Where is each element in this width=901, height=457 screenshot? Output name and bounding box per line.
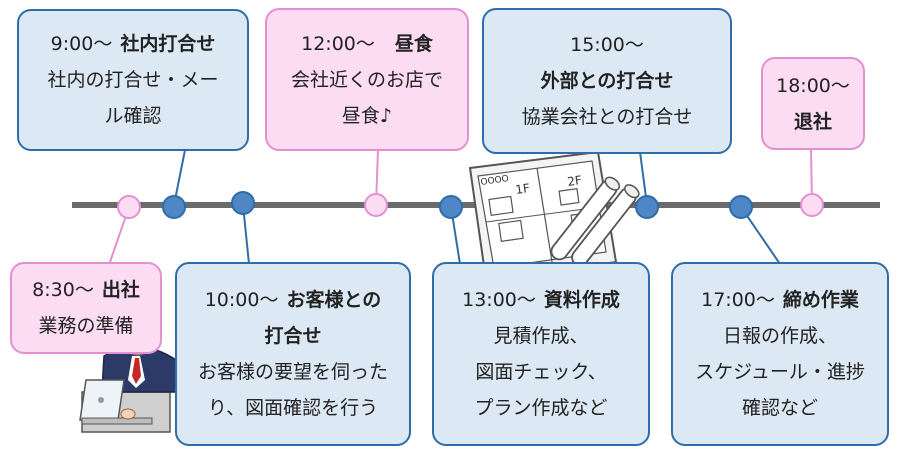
schedule-card-1200: 12:00～ 昼食 会社近くのお店で 昼食♪ [265, 8, 469, 151]
card-heading: 17:00～ 締め作業 [701, 288, 859, 312]
card-line: プラン作成など [474, 397, 608, 419]
schedule-card-1000: 10:00～ お客様との 打合せ お客様の要望を伺った り、図面確認を行う [175, 262, 411, 446]
dot-1300 [439, 195, 463, 219]
card-line: 確認など [741, 397, 818, 419]
first-floor-label: 1F [514, 181, 530, 197]
card-heading: 8:30～ 出社 [32, 278, 140, 302]
dot-0830 [117, 195, 141, 219]
card-line: 協業会社との打合せ [521, 106, 693, 128]
dot-1500 [635, 195, 659, 219]
schedule-card-0900: 9:00～ 社内打合せ 社内の打合せ・メー ル確認 [17, 9, 249, 151]
card-line: 図面チェック、 [475, 361, 607, 383]
card-title: 資料作成 [543, 289, 620, 311]
card-line: 社内の打合せ・メー [47, 69, 219, 91]
card-time: 8:30～ [32, 279, 94, 301]
card-line: 見積作成、 [493, 325, 589, 347]
card-time: 9:00～ [50, 33, 113, 55]
card-title: 外部との打合せ [540, 70, 674, 92]
card-title-continued: 打合せ [264, 325, 322, 347]
second-floor-label: 2F [566, 173, 582, 189]
card-line: 日報の作成、 [722, 325, 837, 347]
card-time: 13:00～ [462, 289, 536, 311]
card-time: 15:00～ [570, 34, 644, 56]
card-line: 昼食♪ [341, 104, 393, 127]
schedule-card-1300: 13:00～ 資料作成 見積作成、 図面チェック、 プラン作成など [432, 262, 650, 446]
card-time: 10:00～ [204, 289, 279, 311]
blueprint-drawing-icon: OOOO 1F 2F [468, 150, 640, 282]
card-heading: 9:00～ 社内打合せ [51, 32, 216, 56]
schedule-card-0830: 8:30～ 出社 業務の準備 [10, 262, 162, 354]
card-title: 出社 [101, 279, 140, 301]
schedule-card-1700: 17:00～ 締め作業 日報の作成、 スケジュール・進捗 確認など [671, 262, 889, 446]
card-line: スケジュール・進捗 [695, 361, 865, 383]
card-line: 会社近くのお店で [290, 68, 443, 91]
card-title: 昼食 [394, 32, 433, 55]
dot-1800 [800, 193, 824, 217]
drawing-dots-label: OOOO [480, 174, 509, 188]
card-heading: 13:00～ 資料作成 [462, 288, 620, 312]
card-line: ル確認 [104, 105, 162, 127]
dot-1700 [729, 195, 753, 219]
card-line: お客様の要望を伺った [197, 361, 388, 383]
card-title: 退社 [793, 110, 832, 133]
card-title: 社内打合せ [120, 33, 216, 55]
card-line: 業務の準備 [38, 315, 134, 337]
card-title: 締め作業 [782, 289, 859, 311]
dot-1000 [231, 191, 255, 215]
card-line: り、図面確認を行う [207, 397, 379, 419]
dot-0900 [162, 195, 186, 219]
dot-1200 [364, 193, 388, 217]
card-time: 18:00～ [776, 74, 850, 97]
card-heading: 10:00～ お客様との [205, 288, 382, 312]
card-time: 17:00～ [701, 289, 775, 311]
schedule-card-1500: 15:00～ 外部との打合せ 協業会社との打合せ [482, 8, 732, 154]
card-time: 12:00～ [301, 32, 375, 55]
schedule-card-1800: 18:00～ 退社 [761, 57, 865, 150]
card-heading: 12:00～ 昼食 [301, 32, 433, 56]
card-title: お客様との [286, 289, 382, 311]
